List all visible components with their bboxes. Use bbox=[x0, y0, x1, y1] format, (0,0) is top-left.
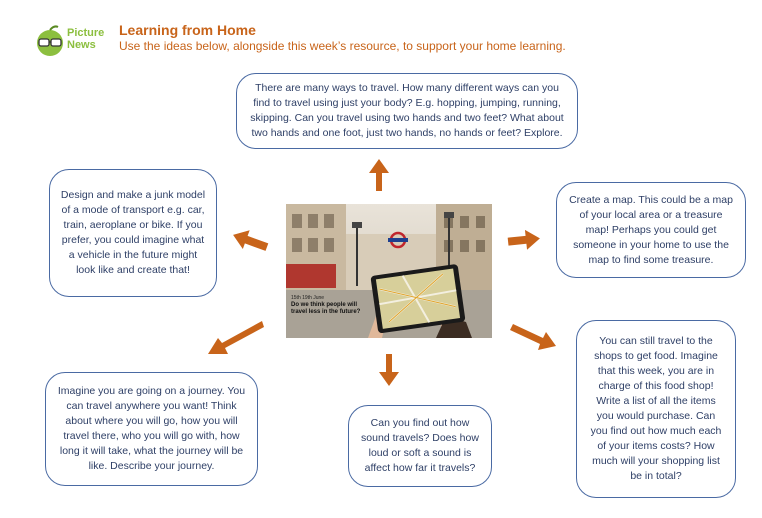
idea-text-left: Design and make a junk model of a mode o… bbox=[60, 189, 206, 276]
logo-line1: Picture bbox=[67, 27, 105, 39]
idea-text-right: Create a map. This could be a map of you… bbox=[569, 193, 733, 266]
arrow-right-icon bbox=[507, 229, 540, 250]
page-subtitle: Use the ideas below, alongside this week… bbox=[119, 39, 566, 53]
idea-text-bottom-right: You can still travel to the shops to get… bbox=[590, 335, 722, 482]
logo-line2: News bbox=[67, 39, 96, 51]
arrow-down-right-icon bbox=[510, 324, 556, 350]
page-title: Learning from Home bbox=[119, 22, 256, 38]
photo-date: 15th 19th June bbox=[291, 295, 325, 301]
idea-box-left: Design and make a junk model of a mode o… bbox=[49, 169, 217, 297]
idea-box-bottom-middle: Can you find out how sound travels? Does… bbox=[348, 405, 492, 487]
arrow-down-icon bbox=[379, 354, 399, 386]
arrow-down-left-icon bbox=[208, 321, 264, 354]
idea-text-bottom-middle: Can you find out how sound travels? Does… bbox=[361, 417, 479, 474]
idea-text-top: There are many ways to travel. How many … bbox=[250, 82, 564, 139]
arrow-left-icon bbox=[233, 230, 269, 251]
idea-box-right: Create a map. This could be a map of you… bbox=[556, 182, 746, 278]
idea-box-bottom-right: You can still travel to the shops to get… bbox=[576, 320, 736, 498]
street-scene-illustration bbox=[286, 204, 492, 338]
picture-news-logo-icon bbox=[37, 25, 63, 56]
photo-question: Do we think people will travel less in t… bbox=[291, 302, 361, 315]
idea-text-bottom-left: Imagine you are going on a journey. You … bbox=[57, 385, 246, 472]
idea-box-bottom-left: Imagine you are going on a journey. You … bbox=[45, 372, 258, 486]
arrow-up-icon bbox=[369, 159, 389, 191]
idea-box-top: There are many ways to travel. How many … bbox=[236, 73, 578, 149]
logo-wordmark: Picture News bbox=[67, 27, 104, 51]
resource-photo: 15th 19th June Do we think people will t… bbox=[286, 204, 492, 338]
